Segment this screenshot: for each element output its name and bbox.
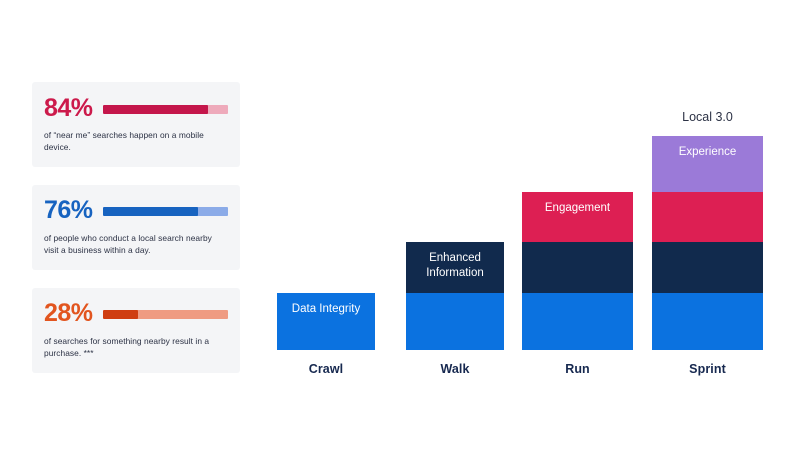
- stat-progress-track: [102, 207, 228, 217]
- stat-card-nearby-purchase: 28% of searches for something nearby resu…: [32, 287, 240, 373]
- stat-header: 28%: [44, 299, 228, 329]
- stat-progress-fill: [102, 104, 208, 114]
- stat-progress-track: [102, 310, 228, 320]
- bar-stack: Engagement: [522, 192, 633, 350]
- stat-value: 28%: [44, 299, 93, 328]
- bar-segment-label: Enhanced Information: [426, 252, 484, 279]
- bar-stack: Enhanced Information: [406, 242, 504, 350]
- stat-progress-fill: [102, 310, 138, 320]
- stat-card-local-search-visit: 76% of people who conduct a local search …: [32, 184, 240, 270]
- bar-segment[interactable]: [406, 293, 504, 350]
- bar-category-label: Run: [565, 362, 590, 376]
- bar-segment[interactable]: Enhanced Information: [406, 242, 504, 293]
- bar-category-label: Sprint: [689, 362, 726, 376]
- stat-header: 84%: [44, 93, 228, 123]
- stat-header: 76%: [44, 196, 228, 226]
- bar-segment[interactable]: [522, 242, 633, 293]
- bar-segment-label: Data Integrity: [291, 303, 361, 315]
- bar-segment[interactable]: [652, 192, 763, 242]
- stats-column: 84% of “near me” searches happen on a mob…: [32, 82, 240, 391]
- bar-segment-label: Engagement: [544, 202, 611, 214]
- stat-value: 76%: [44, 196, 93, 225]
- bar-category-label: Walk: [440, 362, 470, 376]
- bar-annotation-label: Local 3.0: [682, 110, 733, 124]
- stat-description: of “near me” searches happen on a mobile…: [44, 130, 204, 152]
- bar-segment[interactable]: Engagement: [522, 192, 633, 242]
- stat-description: of searches for something nearby result …: [44, 335, 210, 358]
- stat-progress-fill: [102, 207, 198, 217]
- bar-stack: Data Integrity: [277, 293, 375, 350]
- bar-segment[interactable]: Experience: [652, 136, 763, 192]
- bar-segment[interactable]: Data Integrity: [277, 293, 375, 350]
- stat-description: of people who conduct a local search nea…: [44, 232, 212, 255]
- bar-segment[interactable]: [522, 293, 633, 350]
- bar-segment[interactable]: [652, 242, 763, 293]
- bar-category-label: Crawl: [308, 362, 344, 376]
- bar-stack: Experience: [652, 136, 763, 350]
- bar-segment-label: Experience: [678, 146, 737, 158]
- bar-segment[interactable]: [652, 293, 763, 350]
- stat-card-mobile-near-me: 84% of “near me” searches happen on a mob…: [32, 82, 240, 167]
- stat-value: 84%: [44, 93, 93, 122]
- stat-progress-track: [102, 104, 228, 114]
